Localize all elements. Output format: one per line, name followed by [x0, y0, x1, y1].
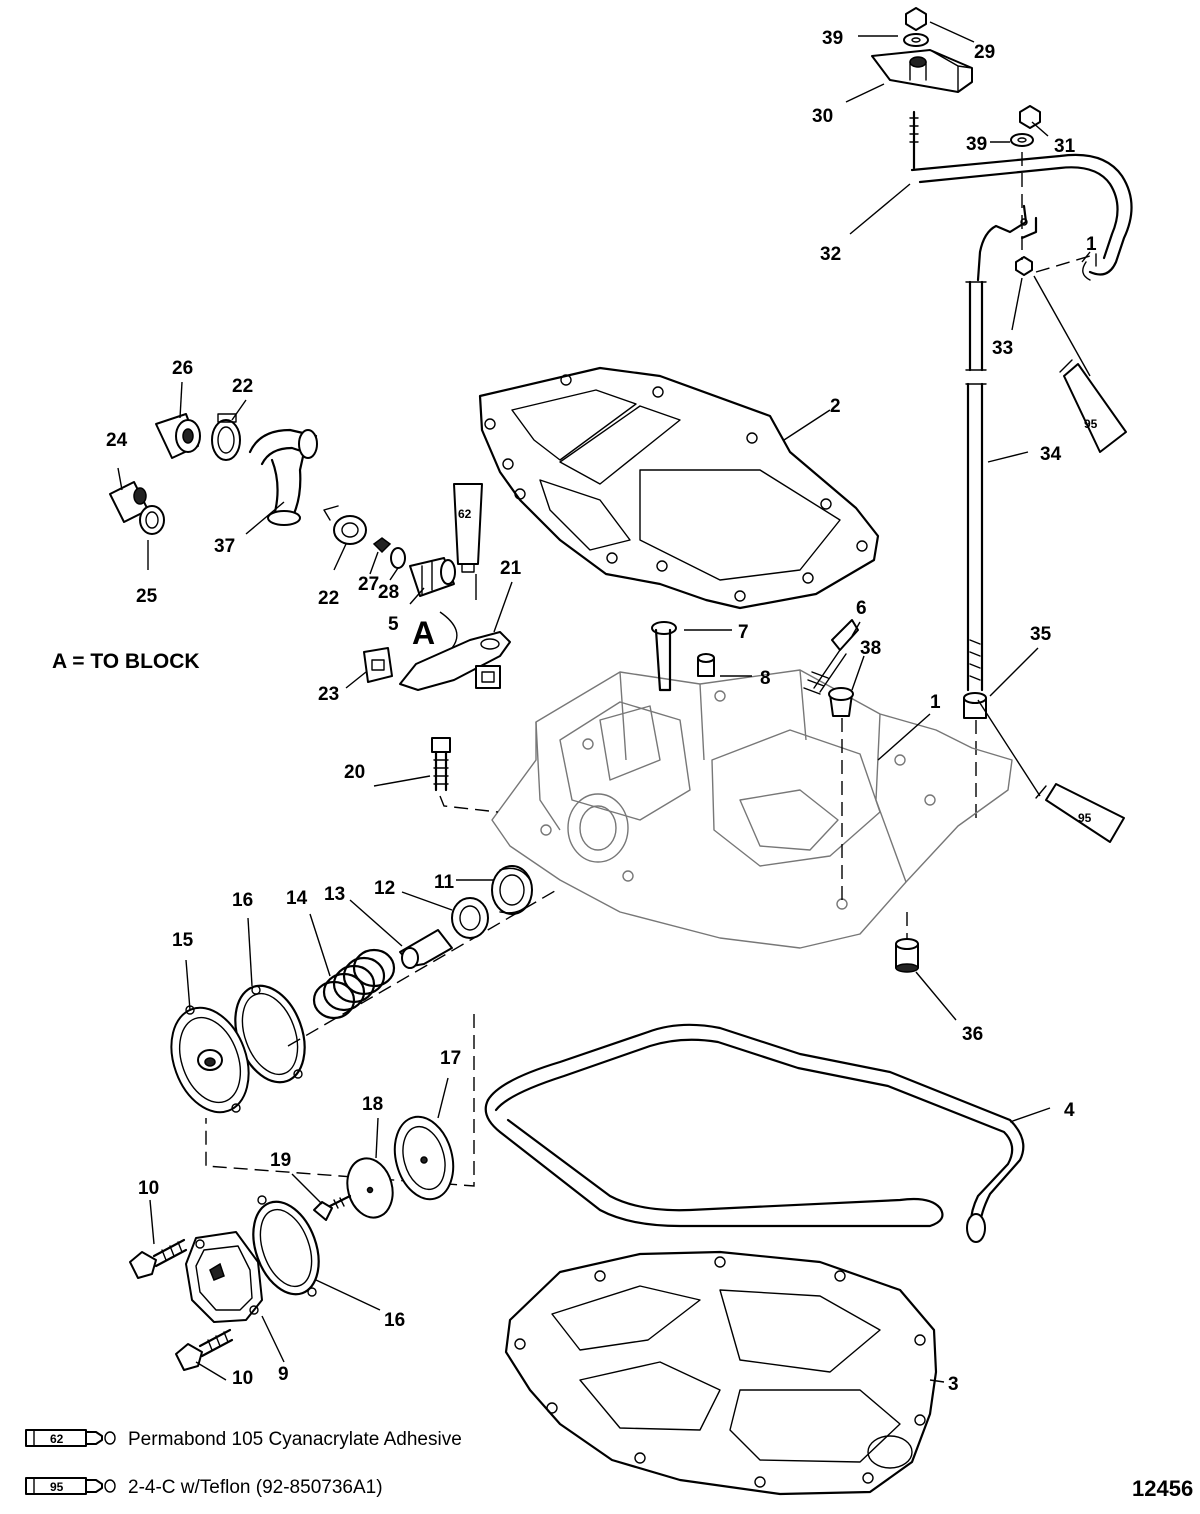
callout-39-top: 39 — [822, 28, 843, 49]
part-1-adapter-plate — [491, 669, 1013, 949]
callout-4: 4 — [1064, 1100, 1075, 1121]
callout-8: 8 — [760, 668, 771, 689]
callout-15: 15 — [172, 930, 194, 951]
lubricant-tube-95-lower: 95 — [1035, 783, 1125, 843]
lubricant-tube-95-top: 95 — [1059, 359, 1127, 453]
part-22-clamp-bottom — [333, 515, 367, 545]
shift-linkage-assembly — [871, 7, 1133, 820]
part-34-rod — [968, 280, 984, 372]
part-38-plug — [828, 687, 854, 900]
part-28-seal — [390, 547, 406, 569]
callout-36: 36 — [962, 1024, 983, 1045]
callout-22-top: 22 — [232, 376, 253, 397]
part-12-ring — [451, 897, 489, 939]
part-31-nut — [1019, 105, 1041, 129]
note-to-block: A = TO BLOCK — [52, 650, 200, 673]
part-27-check-valve — [372, 537, 392, 554]
poppet-valve-group — [129, 865, 561, 1371]
part-36-grommet — [895, 912, 919, 973]
callout-21: 21 — [500, 558, 522, 579]
lubricant-tube-62: 62 — [453, 483, 483, 573]
callout-37: 37 — [214, 536, 235, 557]
part-30-bracket — [871, 49, 973, 93]
callout-29: 29 — [974, 42, 995, 63]
part-8-plug — [697, 653, 715, 677]
part-11-seal — [491, 865, 533, 915]
legend-item-62: 62 Permabond 105 Cyanacrylate Adhesive — [25, 1429, 462, 1450]
part-32-link — [910, 153, 1133, 276]
callout-34: 34 — [1040, 444, 1062, 465]
part-14-spring — [312, 948, 396, 1020]
callout-23: 23 — [318, 684, 339, 705]
callout-3: 3 — [948, 1374, 959, 1395]
legend-item-95: 95 2-4-C w/Teflon (92-850736A1) — [25, 1477, 383, 1498]
callout-12: 12 — [374, 878, 395, 899]
part-4-seal — [484, 1023, 1025, 1243]
callout-5: 5 — [388, 614, 399, 635]
callout-22-bottom: 22 — [318, 588, 339, 609]
leader-lines — [117, 21, 1091, 1383]
legend-code: 95 — [50, 1480, 64, 1494]
callout-6: 6 — [856, 598, 867, 619]
callout-28: 28 — [378, 582, 399, 603]
callout-10-bottom: 10 — [232, 1368, 253, 1389]
part-16-gasket-bottom — [252, 1200, 320, 1296]
callout-31: 31 — [1054, 136, 1076, 157]
callout-38: 38 — [860, 638, 881, 659]
callout-20: 20 — [344, 762, 365, 783]
part-29-nut — [905, 7, 927, 31]
tube-95-label: 95 — [1078, 811, 1092, 825]
callout-7: 7 — [738, 622, 749, 643]
callout-16-top: 16 — [232, 890, 253, 911]
tube-95-label: 95 — [1084, 417, 1098, 431]
callout-13: 13 — [324, 884, 345, 905]
callout-1-link: 1 — [1086, 234, 1097, 255]
hose-fitting-group — [109, 413, 511, 691]
part-39-washer-top — [903, 33, 929, 47]
callout-26: 26 — [172, 358, 193, 379]
callout-25: 25 — [136, 586, 158, 607]
part-20-bolt — [431, 737, 499, 813]
legend-text: 2-4-C w/Teflon (92-850736A1) — [128, 1477, 383, 1498]
part-25-washer — [139, 505, 165, 535]
marker-a: A — [412, 615, 435, 651]
part-33-nut — [1015, 256, 1033, 276]
legend-code: 62 — [50, 1432, 64, 1446]
callout-30: 30 — [812, 106, 833, 127]
part-10-bolt-top — [129, 1238, 188, 1279]
callout-33: 33 — [992, 338, 1013, 359]
figure-number: 12456 — [1132, 1476, 1193, 1501]
callout-14: 14 — [286, 888, 308, 909]
part-19-screw — [313, 1194, 352, 1221]
part-21-boss — [475, 665, 501, 689]
callout-2: 2 — [830, 396, 841, 417]
callout-18: 18 — [362, 1094, 383, 1115]
callout-27: 27 — [358, 574, 379, 595]
callout-9: 9 — [278, 1364, 289, 1385]
callout-24: 24 — [106, 430, 128, 451]
legend-text: Permabond 105 Cyanacrylate Adhesive — [128, 1429, 462, 1450]
part-7-pin — [651, 621, 677, 692]
callout-labels: 39 29 30 31 39 32 1 33 34 2 35 1 6 38 7 … — [52, 28, 1097, 1395]
part-10-bolt-bottom — [175, 1328, 234, 1371]
part-6-valve — [803, 619, 859, 695]
callout-39-mid: 39 — [966, 134, 987, 155]
callout-11: 11 — [434, 872, 455, 893]
callout-17: 17 — [440, 1048, 461, 1069]
callout-16-bottom: 16 — [384, 1310, 405, 1331]
callout-32: 32 — [820, 244, 841, 265]
part-2-gasket — [478, 366, 880, 610]
callout-1: 1 — [930, 692, 941, 713]
part-39-washer-mid — [1010, 133, 1034, 147]
tube-62-label: 62 — [458, 507, 472, 521]
callout-35: 35 — [1030, 624, 1052, 645]
legend: 62 Permabond 105 Cyanacrylate Adhesive 9… — [25, 1429, 462, 1498]
part-23-grommet — [363, 647, 393, 683]
callout-10-top: 10 — [138, 1178, 159, 1199]
part-22-clamp-top — [211, 419, 241, 461]
callout-19: 19 — [270, 1150, 291, 1171]
part-3-gasket — [504, 1250, 938, 1496]
part-34-rod-lower — [966, 382, 984, 692]
